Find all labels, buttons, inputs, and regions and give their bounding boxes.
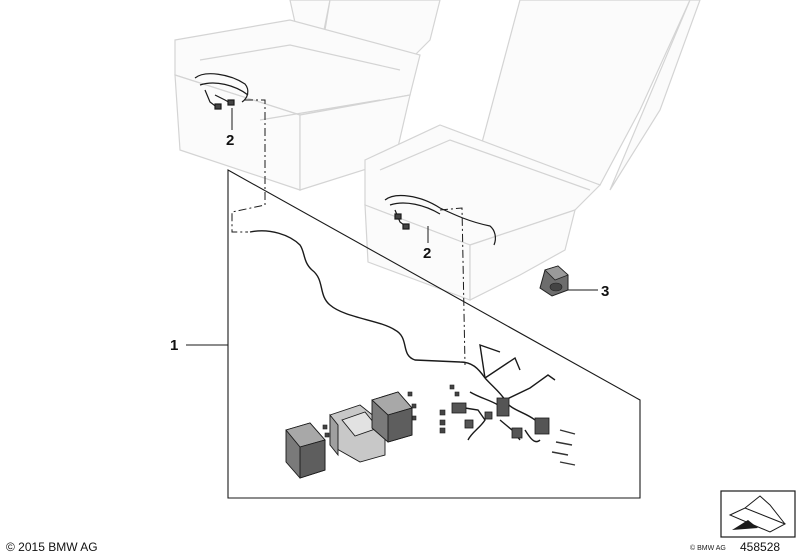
seat-right-wiring — [384, 194, 496, 246]
seat-left-wiring — [194, 73, 249, 110]
small-fasteners — [322, 384, 576, 466]
brand-small-text: © BMW AG — [690, 545, 726, 552]
reference-lines — [231, 99, 466, 366]
detail-frame — [227, 169, 641, 499]
callout-1: 1 — [170, 337, 178, 354]
seat-right — [364, 0, 701, 301]
callout-leaders — [186, 108, 598, 346]
diagram-id: 458528 — [740, 540, 781, 554]
view-direction-arrow-icon — [720, 490, 796, 538]
callout-2-left: 2 — [226, 132, 234, 149]
harness-connectors — [451, 397, 550, 439]
callout-3: 3 — [601, 283, 609, 300]
copyright-text: © 2015 BMW AG — [6, 540, 98, 554]
callout-2-right: 2 — [423, 245, 431, 262]
control-unit-part — [539, 265, 569, 297]
electronic-modules — [285, 391, 413, 479]
